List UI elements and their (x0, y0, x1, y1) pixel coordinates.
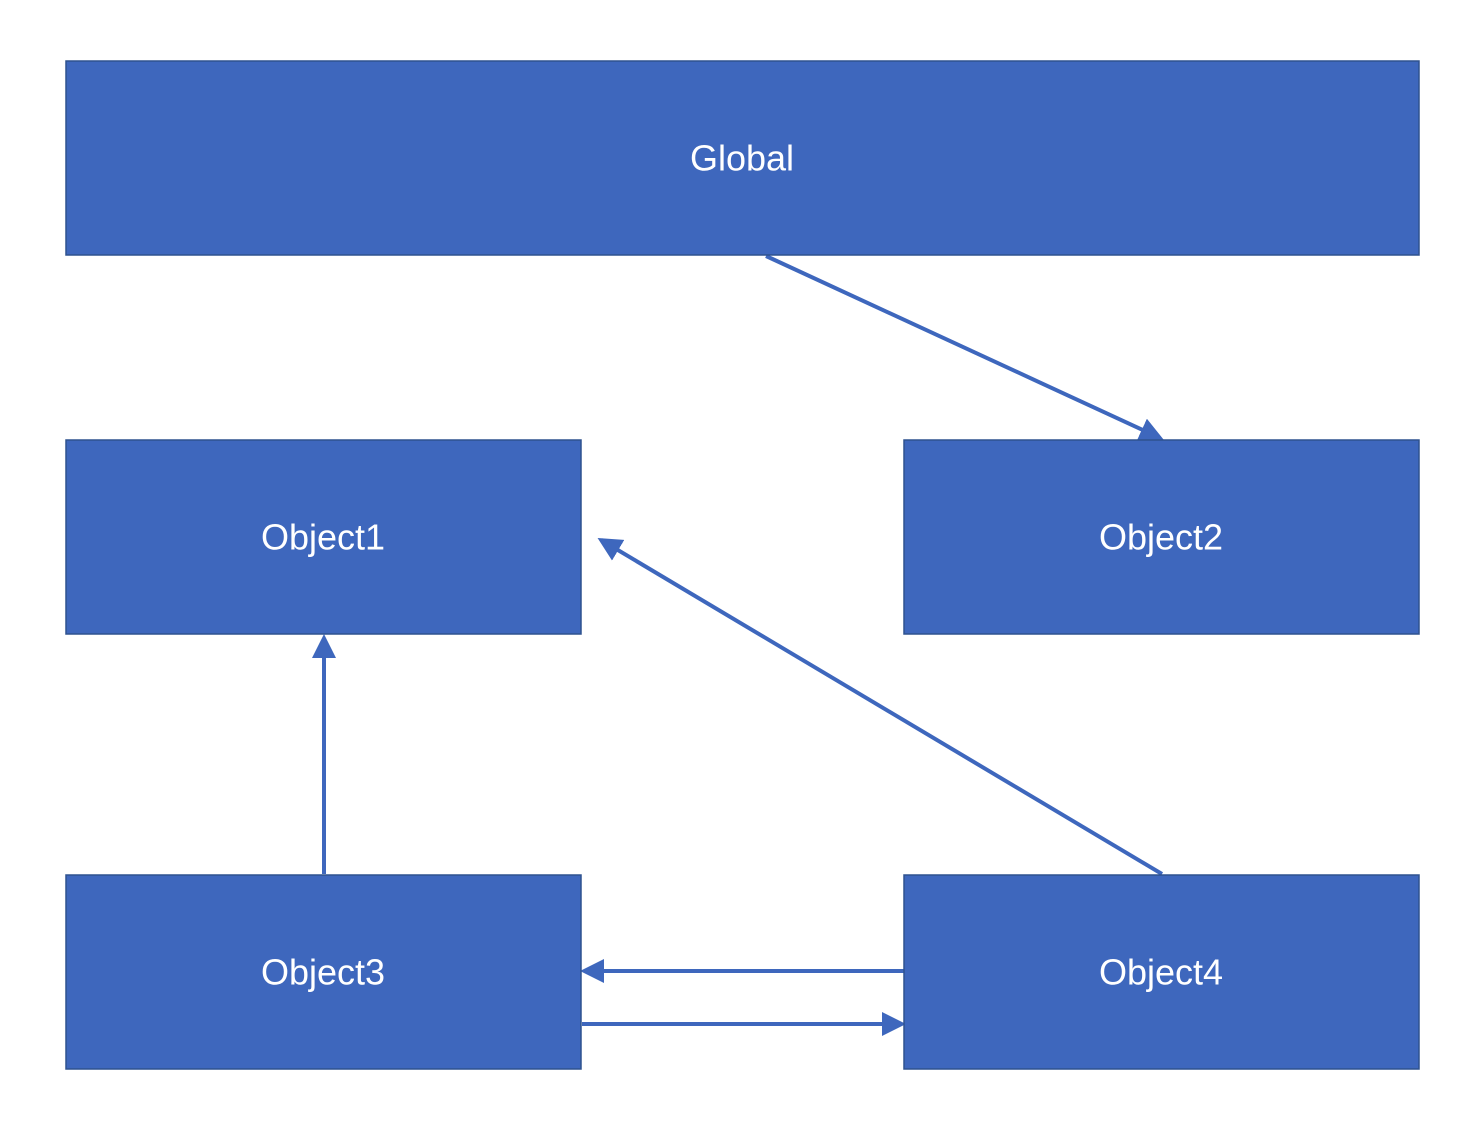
edge-object4-to-object1 (597, 537, 1164, 876)
node-global: Global (65, 60, 1420, 256)
node-object2-label: Object2 (1099, 517, 1223, 558)
node-object2: Object2 (903, 439, 1420, 635)
node-object3: Object3 (65, 874, 582, 1070)
node-object1-label: Object1 (261, 517, 385, 558)
node-object4: Object4 (903, 874, 1420, 1070)
edge-global-to-object2 (765, 254, 1164, 441)
node-object4-label: Object4 (1099, 952, 1223, 993)
node-object1: Object1 (65, 439, 582, 635)
node-global-label: Global (690, 138, 794, 179)
node-object3-label: Object3 (261, 952, 385, 993)
